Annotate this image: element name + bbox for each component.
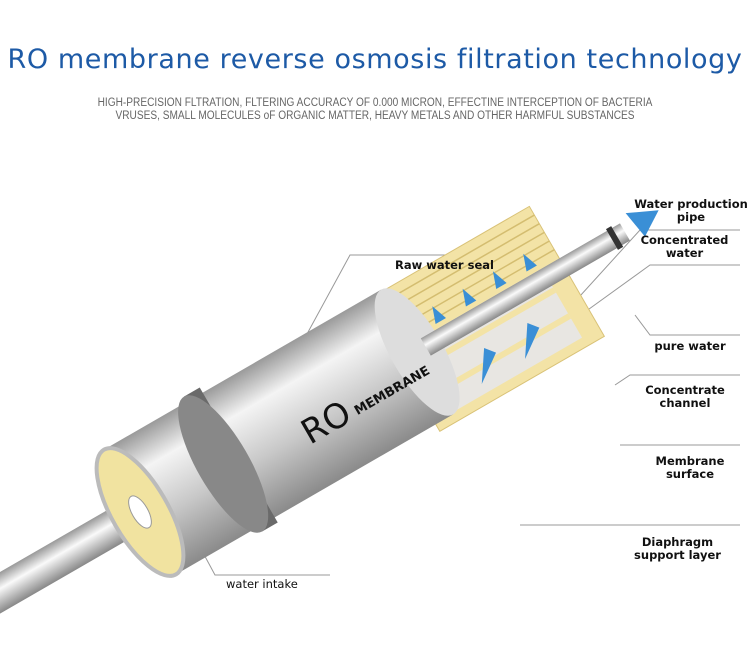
label-pure-water: pure water [654, 339, 726, 353]
subtitle-line-1: HIGH-PRECISION FLTRATION, FLTERING ACCUR… [97, 97, 653, 109]
inlet-pipe [0, 491, 158, 638]
label-raw-water-seal: Raw water seal [395, 258, 494, 272]
subtitle-line-2: VRUSES, SMALL MOLECULES oF ORGANIC MATTE… [115, 110, 635, 122]
label-water-intake: water intake [226, 577, 298, 591]
page-title: RO membrane reverse osmosis filtration t… [7, 44, 743, 75]
membrane-housing [104, 289, 454, 575]
outlet-pipe [420, 223, 630, 356]
label-diaphragm-support-layer: Diaphragm support layer [634, 535, 721, 562]
label-water-production-pipe: Water production pipe [634, 197, 748, 224]
outflow-arrow-icon [625, 210, 659, 237]
label-membrane-surface: Membrane surface [655, 454, 725, 481]
label-concentrate-channel: Concentrate channel [645, 383, 725, 410]
label-concentrated-water: Concentrated water [640, 233, 729, 260]
